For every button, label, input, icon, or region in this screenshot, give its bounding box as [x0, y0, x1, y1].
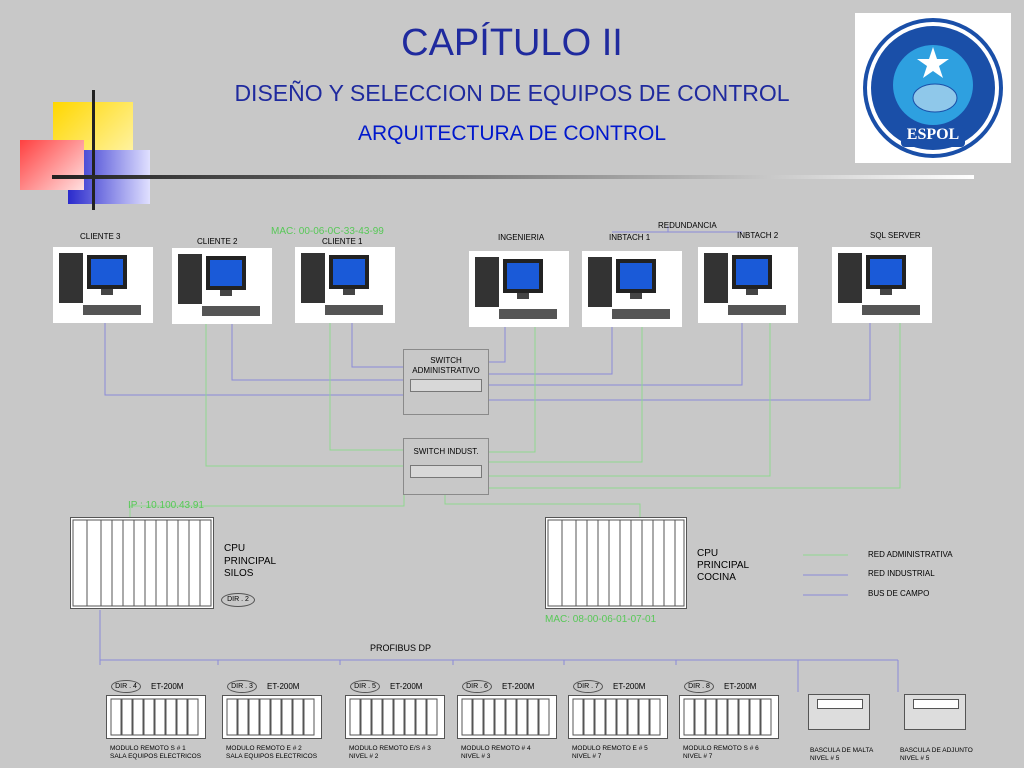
switch-administrativo: SWITCH ADMINISTRATIVO — [403, 349, 489, 415]
remote-desc1-5: MODULO REMOTO S # 6 — [683, 745, 759, 752]
computer-label-5: INBTACH 2 — [737, 231, 779, 240]
switch-admin-line1: SWITCH — [430, 356, 462, 365]
cpu-silos-dir: DIR . 2 — [221, 593, 255, 607]
remote-desc2-5: NIVEL # 7 — [683, 753, 713, 760]
remote-type-4: ET-200M — [613, 682, 646, 691]
plc-rack-cocina — [545, 517, 687, 609]
legend-red-administrativa: RED ADMINISTRATIVA — [868, 550, 953, 559]
scale-adjunto-display — [913, 699, 959, 709]
legend-red-industrial: RED INDUSTRIAL — [868, 569, 935, 578]
remote-module-2 — [345, 695, 445, 739]
slide-subtitle-architecture: ARQUITECTURA DE CONTROL — [357, 122, 667, 145]
ip-label: IP : 10.100.43.91 — [128, 500, 204, 511]
rack-silos-modules — [72, 519, 212, 607]
cpu-cocina-line2: PRINCIPAL — [697, 560, 750, 571]
computer-0 — [53, 247, 153, 323]
remote-desc2-3: NIVEL # 3 — [461, 753, 491, 760]
remote-dir-3: DIR . 6 — [462, 680, 492, 693]
scale-malta — [808, 694, 870, 730]
deco-red-square — [20, 140, 84, 190]
remote-module-4 — [568, 695, 668, 739]
remote-type-5: ET-200M — [724, 682, 757, 691]
computer-label-1: CLIENTE 2 — [197, 237, 238, 246]
cpu-silos-line1: CPU — [224, 543, 246, 554]
remote-dir-0: DIR . 4 — [111, 680, 141, 693]
scale-malta-line2: NIVEL # 5 — [810, 755, 840, 762]
remote-desc2-2: NIVEL # 2 — [349, 753, 379, 760]
remote-type-3: ET-200M — [502, 682, 535, 691]
slide-title: CAPÍTULO II — [401, 22, 623, 64]
computer-label-2: CLIENTE 1 — [322, 237, 363, 246]
remote-desc1-0: MODULO REMOTO S # 1 — [110, 745, 186, 752]
scale-adjunto-line2: NIVEL # 5 — [900, 755, 930, 762]
logo-text-espol: ESPOL — [906, 126, 960, 143]
computer-2 — [295, 247, 395, 323]
remote-dir-2: DIR . 5 — [350, 680, 380, 693]
cpu-silos-line2: PRINCIPAL — [224, 556, 277, 567]
remote-module-3 — [457, 695, 557, 739]
deco-vertical-line — [92, 90, 95, 210]
computer-4 — [582, 251, 682, 327]
scale-malta-line1: BASCULA DE MALTA — [810, 747, 874, 754]
espol-logo: ESPOL — [855, 13, 1011, 163]
switch-industrial: SWITCH INDUST. — [403, 438, 489, 495]
scale-adjunto — [904, 694, 966, 730]
computer-label-6: SQL SERVER — [870, 231, 921, 240]
switch-indust-label: SWITCH INDUST. — [413, 447, 479, 456]
profibus-label: PROFIBUS DP — [370, 643, 432, 653]
remote-desc1-2: MODULO REMOTO E/S # 3 — [349, 745, 431, 752]
cpu-cocina-line3: COCINA — [697, 572, 736, 583]
computer-5 — [698, 247, 798, 323]
computer-1 — [172, 248, 272, 324]
computer-label-0: CLIENTE 3 — [80, 232, 121, 241]
computer-label-3: INGENIERIA — [498, 233, 545, 242]
remote-dir-1: DIR . 3 — [227, 680, 257, 693]
scale-adjunto-line1: BASCULA DE ADJUNTO — [900, 747, 973, 754]
mac-client-label: MAC: 00-06-0C-33-43-99 — [271, 226, 384, 237]
remote-type-0: ET-200M — [151, 682, 184, 691]
slide-subtitle: DISEÑO Y SELECCION DE EQUIPOS DE CONTROL — [234, 80, 790, 106]
remote-desc2-1: SALA EQUIPOS ELECTRICOS — [226, 753, 318, 760]
remote-desc1-3: MODULO REMOTO # 4 — [461, 745, 531, 752]
scale-malta-display — [817, 699, 863, 709]
cpu-cocina-line1: CPU — [697, 548, 719, 559]
remote-desc2-4: NIVEL # 7 — [572, 753, 602, 760]
cpu-silos-line3: SILOS — [224, 568, 254, 579]
rack-cocina-modules — [547, 519, 685, 607]
remote-dir-4: DIR . 7 — [573, 680, 603, 693]
remote-module-1 — [222, 695, 322, 739]
switch-admin-ports — [410, 379, 482, 392]
switch-admin-line2: ADMINISTRATIVO — [412, 366, 480, 375]
remote-dir-5: DIR . 8 — [684, 680, 714, 693]
remote-desc2-0: SALA EQUIPOS ELECTRICOS — [110, 753, 202, 760]
redundancia-label: REDUNDANCIA — [658, 221, 717, 230]
remote-module-0 — [106, 695, 206, 739]
remote-type-1: ET-200M — [267, 682, 300, 691]
computer-label-4: INBTACH 1 — [609, 233, 651, 242]
computer-6 — [832, 247, 932, 323]
legend-bus-de-campo: BUS DE CAMPO — [868, 589, 930, 598]
remote-type-2: ET-200M — [390, 682, 423, 691]
mac-cocina-label: MAC: 08-00-06-01-07-01 — [545, 614, 657, 625]
remote-desc1-1: MODULO REMOTO E # 2 — [226, 745, 302, 752]
plc-rack-silos — [70, 517, 214, 609]
deco-horizontal-line — [52, 175, 974, 179]
computer-3 — [469, 251, 569, 327]
remote-desc1-4: MODULO REMOTO E # 5 — [572, 745, 648, 752]
remote-module-5 — [679, 695, 779, 739]
switch-indust-ports — [410, 465, 482, 478]
